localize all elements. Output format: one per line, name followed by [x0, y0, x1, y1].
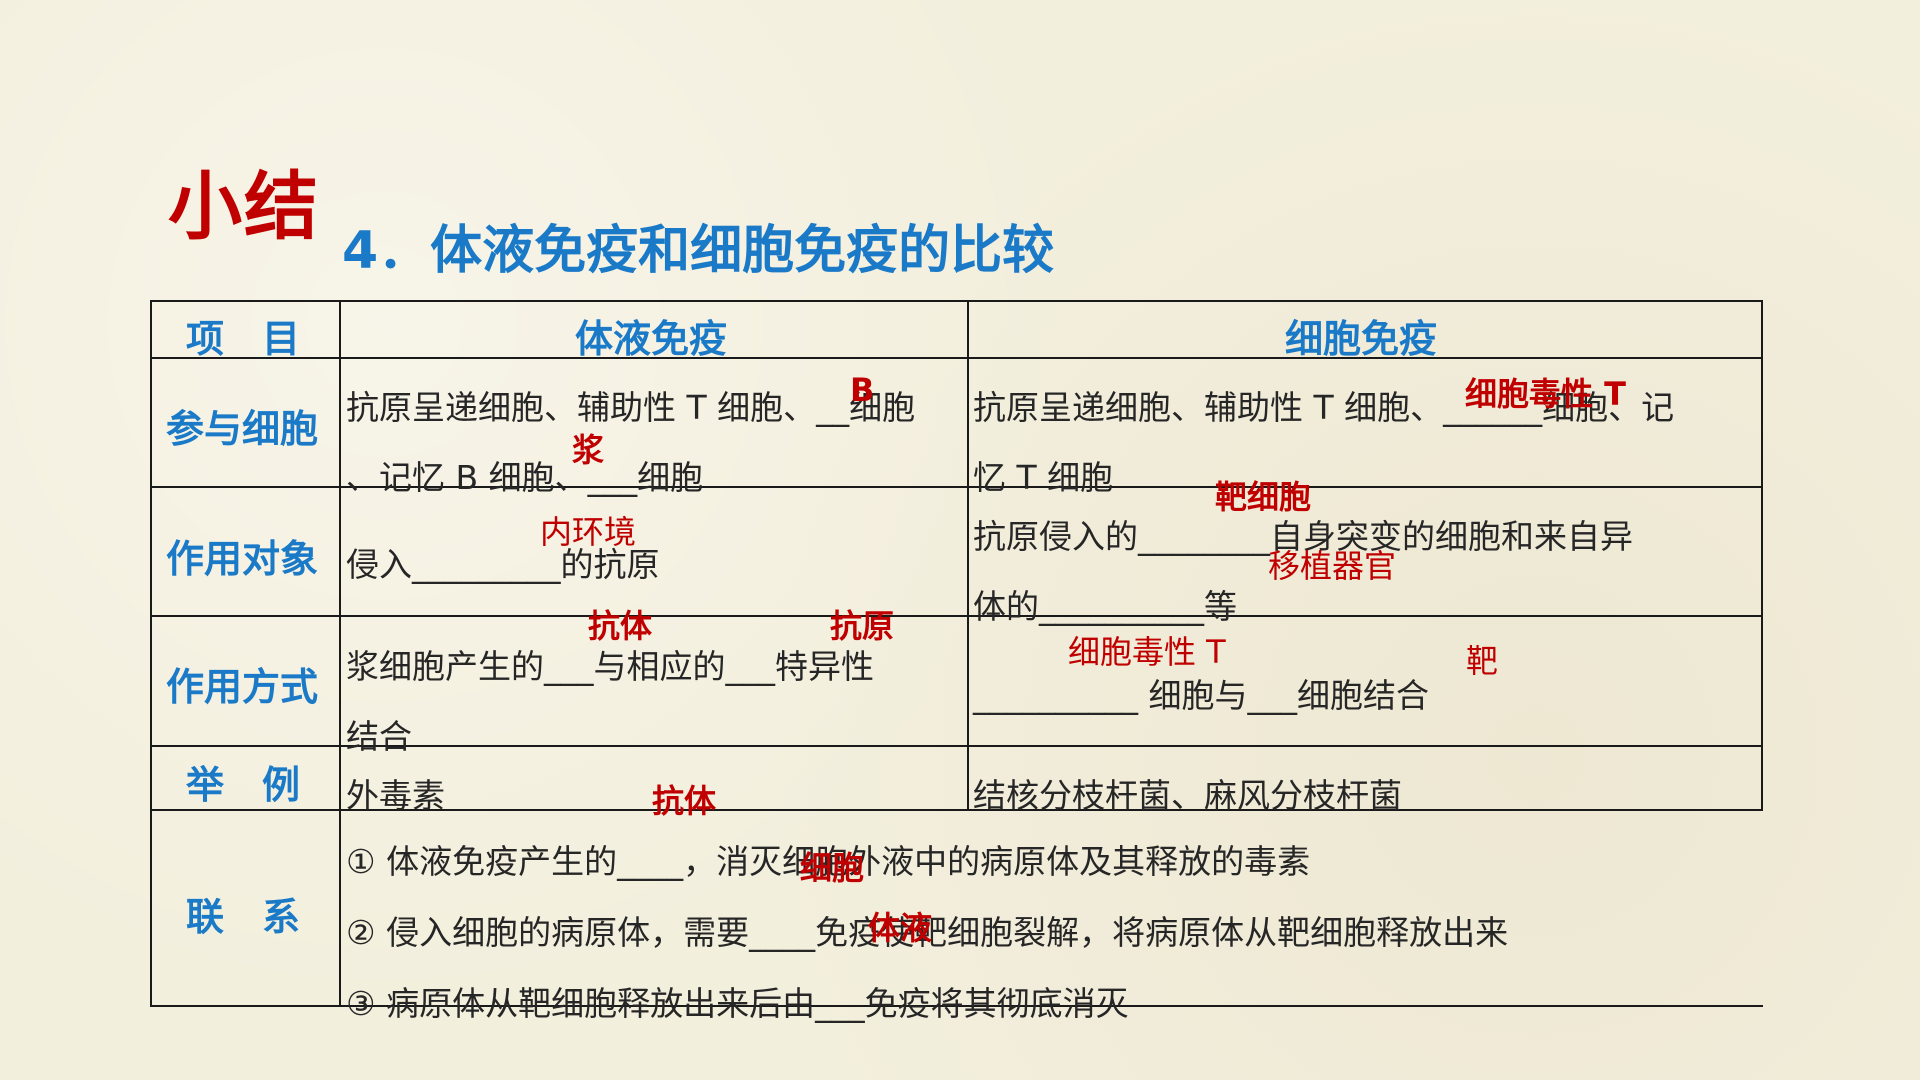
mode-humoral-line2: 结合 — [346, 717, 412, 756]
table-line — [339, 300, 341, 1007]
target-cellular-line1: 抗原侵入的________自身突变的细胞和来自异 — [973, 517, 1633, 556]
header-humoral: 体液免疫 — [575, 317, 728, 361]
cells-humoral-line2: 、记忆 B 细胞、___细胞 — [346, 458, 704, 497]
answer-plasma: 浆 — [572, 431, 605, 469]
table-line — [150, 1005, 1763, 1007]
row-label-relation: 联 系 — [186, 895, 301, 939]
answer-cytotoxic-t1: 细胞毒性 T — [1465, 375, 1626, 413]
table-line — [150, 615, 1763, 617]
example-humoral: 外毒素 — [346, 776, 445, 815]
example-cellular: 结核分枝杆菌、麻风分枝杆菌 — [973, 776, 1402, 815]
cells-cellular-line1: 抗原呈递细胞、辅助性 T 细胞、______细胞、记 — [973, 388, 1675, 427]
table-line — [150, 809, 1763, 811]
table-line — [967, 300, 969, 811]
relation-line3: ③ 病原体从靶细胞释放出来后由___免疫将其彻底消灭 — [346, 984, 1129, 1023]
target-humoral: 侵入_________的抗原 — [346, 545, 660, 584]
row-label-mode: 作用方式 — [166, 665, 319, 709]
table-line — [150, 357, 1763, 359]
table-line — [150, 300, 1763, 302]
answer-b: B — [850, 371, 875, 409]
answer-internal-env: 内环境 — [540, 513, 637, 551]
table-line — [150, 745, 1763, 747]
row-label-target: 作用对象 — [166, 537, 319, 581]
answer-target-cell: 靶细胞 — [1215, 478, 1312, 516]
answer-cytotoxic-t2: 细胞毒性 T — [1068, 633, 1226, 671]
row-label-example: 举 例 — [186, 763, 301, 807]
mode-cellular: __________ 细胞与___细胞结合 — [973, 676, 1429, 715]
section-subtitle: 4．体液免疫和细胞免疫的比较 — [342, 221, 1055, 281]
mode-humoral-line1: 浆细胞产生的___与相应的___特异性 — [346, 647, 874, 686]
answer-antibody1: 抗体 — [588, 607, 653, 645]
table-line — [150, 300, 152, 1007]
relation-line2: ② 侵入细胞的病原体，需要____免疫使靶细胞裂解，将病原体从靶细胞释放出来 — [346, 913, 1509, 952]
header-item: 项 目 — [186, 317, 301, 361]
answer-cell: 细胞 — [800, 849, 865, 887]
row-label-cells: 参与细胞 — [166, 407, 319, 451]
table-line — [1761, 300, 1763, 811]
header-cellular: 细胞免疫 — [1285, 317, 1438, 361]
answer-antibody2: 抗体 — [652, 782, 717, 820]
cells-humoral-line1: 抗原呈递细胞、辅助性 T 细胞、__细胞 — [346, 388, 916, 427]
answer-transplant: 移植器官 — [1268, 547, 1397, 585]
answer-antigen: 抗原 — [830, 607, 895, 645]
slide-title: 小结 — [168, 164, 320, 250]
target-cellular-line2: 体的__________等 — [973, 587, 1237, 626]
answer-target: 靶 — [1466, 642, 1499, 680]
cells-cellular-line2: 忆 T 细胞 — [973, 458, 1114, 497]
answer-humoral: 体液 — [868, 909, 933, 947]
relation-line1: ① 体液免疫产生的____，消灭细胞外液中的病原体及其释放的毒素 — [346, 842, 1311, 881]
table-line — [150, 486, 1763, 488]
